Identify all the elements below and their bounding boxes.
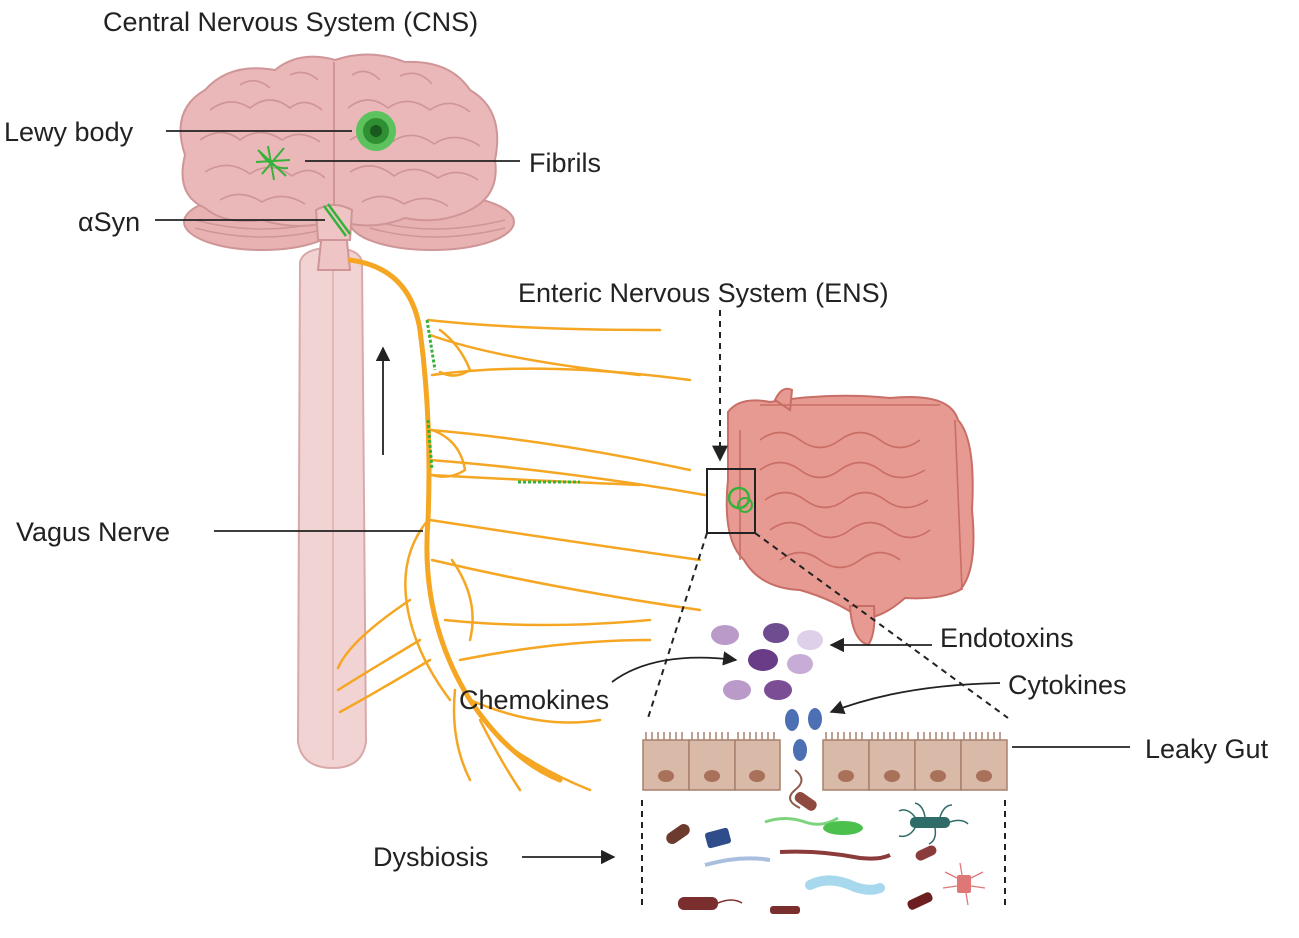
ens-inset-box (706, 468, 756, 534)
fibrils-label: Fibrils (529, 148, 601, 178)
spinal-cord-icon (296, 231, 368, 770)
asyn-label: αSyn (78, 207, 140, 237)
intestine-icon (706, 387, 975, 647)
leader-lines (155, 130, 1130, 865)
dysbiosis-label: Dysbiosis (373, 842, 489, 872)
fibrils-icon (255, 145, 291, 181)
lewy-body-label: Lewy body (4, 117, 134, 147)
cns-label: Central Nervous System (CNS) (103, 7, 478, 37)
vagus-nerve-label: Vagus Nerve (16, 517, 170, 547)
leaky-gut-label: Leaky Gut (1145, 734, 1269, 764)
nerve-asyn-fibrils (425, 319, 580, 484)
cytokines-cluster (785, 708, 822, 761)
endotoxins-label: Endotoxins (940, 623, 1074, 653)
ens-label: Enteric Nervous System (ENS) (518, 278, 889, 308)
cytokines-label: Cytokines (1008, 670, 1127, 700)
asyn-icon (322, 203, 352, 237)
epithelial-cell-icon (642, 732, 1008, 791)
zoom-lines (641, 532, 1009, 905)
vagus-nerve-icon (336, 257, 707, 792)
chemokines-label: Chemokines (459, 685, 609, 715)
bacteria-icon (666, 769, 986, 914)
lewy-body-icon (356, 111, 396, 151)
endotoxins-chemokines-cluster (711, 623, 823, 700)
